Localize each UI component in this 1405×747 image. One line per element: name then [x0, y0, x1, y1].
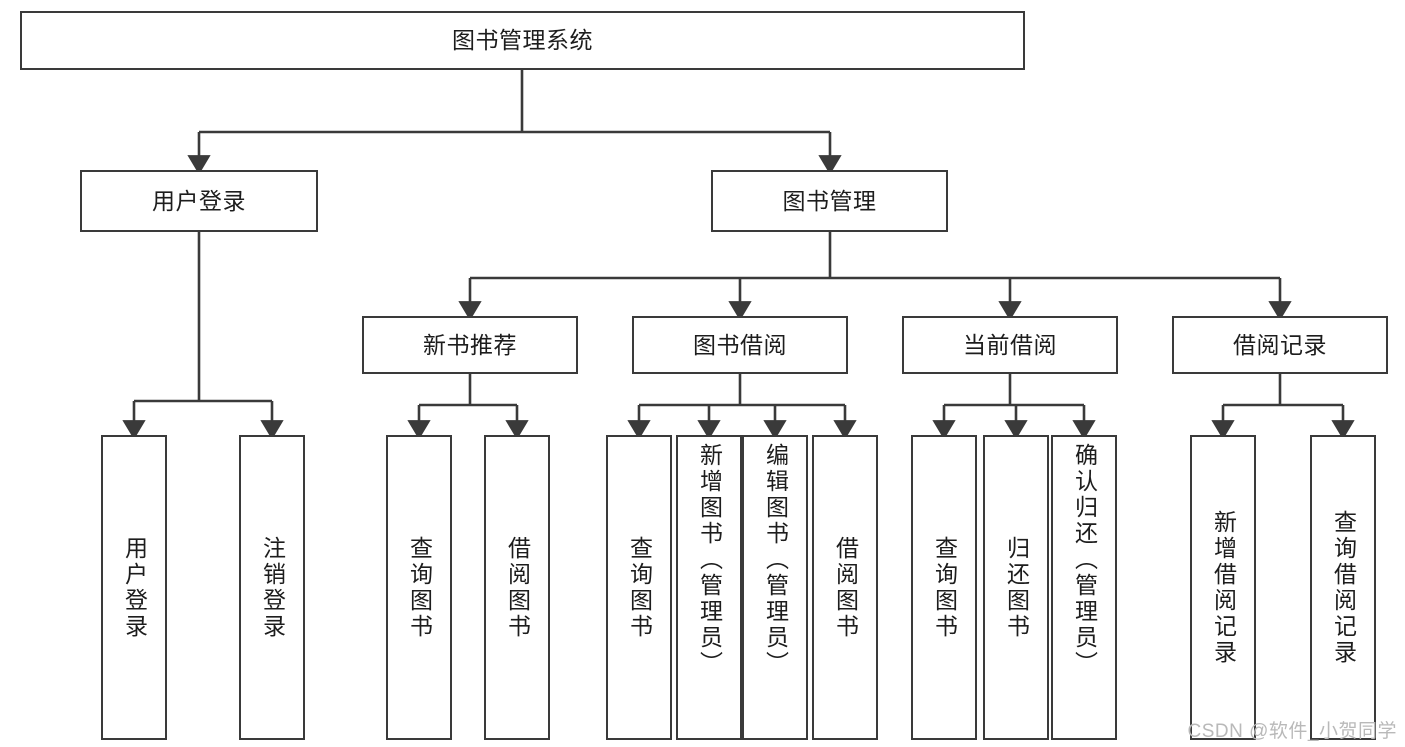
node-label: 图书管理系统	[452, 27, 593, 54]
node-borrow-records[interactable]: 借阅记录	[1172, 316, 1388, 374]
node-label: 当前借阅	[963, 331, 1057, 358]
leaf-node[interactable]: 查询图书	[911, 435, 977, 740]
leaf-node[interactable]: 借阅图书	[484, 435, 550, 740]
node-user-login[interactable]: 用户登录	[80, 170, 318, 232]
node-root-system[interactable]: 图书管理系统	[20, 11, 1025, 70]
leaf-node[interactable]: 确认归还（管理员）	[1051, 435, 1117, 740]
watermark-text: CSDN @软件_小贺同学	[1187, 721, 1397, 742]
node-label: 查询图书	[626, 535, 653, 640]
node-label: 编辑图书（管理员）	[762, 443, 789, 677]
node-label: 查询图书	[406, 535, 433, 640]
leaf-node[interactable]: 注销登录	[239, 435, 305, 740]
node-label: 借阅记录	[1233, 331, 1327, 358]
leaf-node[interactable]: 编辑图书（管理员）	[742, 435, 808, 740]
node-label: 归还图书	[1003, 535, 1030, 640]
node-book-borrowing[interactable]: 图书借阅	[632, 316, 848, 374]
node-label: 图书管理	[782, 187, 877, 214]
leaf-node[interactable]: 借阅图书	[812, 435, 878, 740]
leaf-node[interactable]: 新增图书（管理员）	[676, 435, 742, 740]
node-current-borrowing[interactable]: 当前借阅	[902, 316, 1118, 374]
node-label: 新增借阅记录	[1210, 509, 1237, 666]
node-label: 用户登录	[152, 187, 246, 214]
leaf-node[interactable]: 归还图书	[983, 435, 1049, 740]
leaf-node[interactable]: 查询借阅记录	[1310, 435, 1376, 740]
node-label: 借阅图书	[504, 535, 531, 640]
leaf-node[interactable]: 查询图书	[606, 435, 672, 740]
node-label: 查询借阅记录	[1330, 509, 1357, 666]
node-label: 新书推荐	[423, 331, 517, 358]
node-label: 图书借阅	[693, 331, 787, 358]
node-label: 借阅图书	[832, 535, 859, 640]
leaf-node[interactable]: 查询图书	[386, 435, 452, 740]
node-label: 用户登录	[121, 535, 148, 640]
node-label: 新增图书（管理员）	[696, 443, 723, 677]
node-label: 确认归还（管理员）	[1071, 443, 1098, 677]
node-new-book-recommendation[interactable]: 新书推荐	[362, 316, 578, 374]
leaf-node[interactable]: 新增借阅记录	[1190, 435, 1256, 740]
node-book-management[interactable]: 图书管理	[711, 170, 948, 232]
node-label: 注销登录	[259, 535, 286, 640]
leaf-node[interactable]: 用户登录	[101, 435, 167, 740]
node-label: 查询图书	[931, 535, 958, 640]
